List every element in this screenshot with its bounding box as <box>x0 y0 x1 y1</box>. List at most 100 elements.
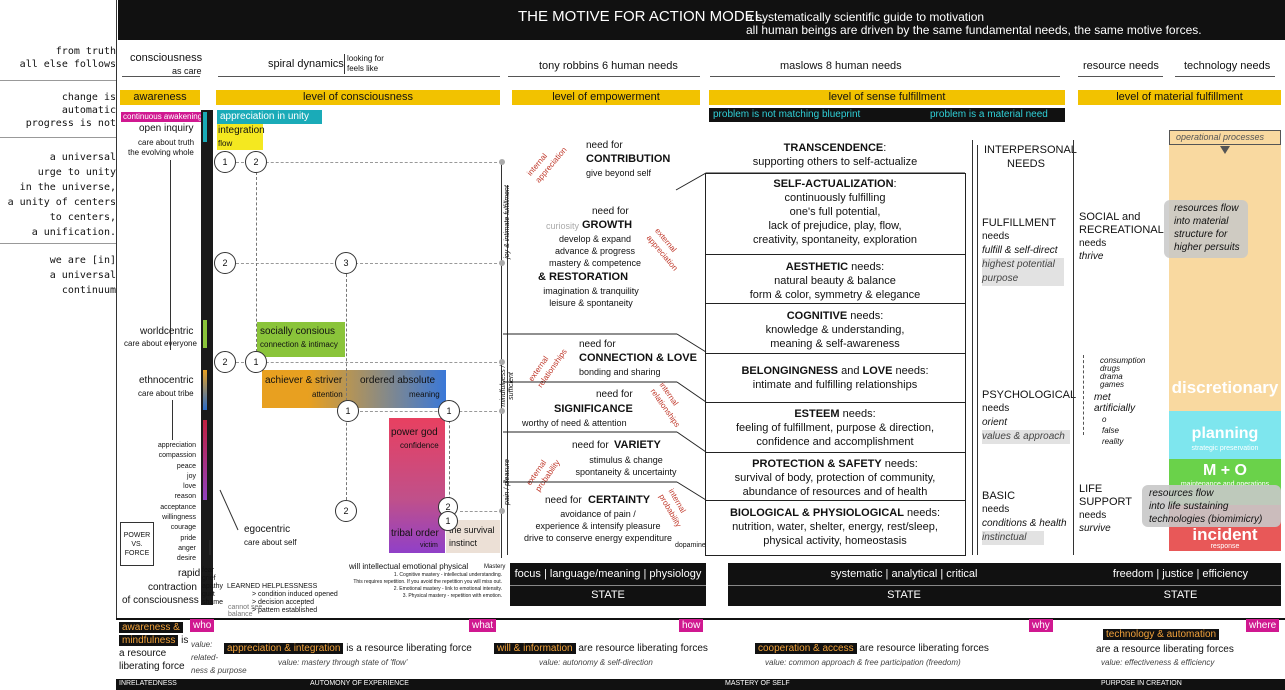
state-top: systematic | analytical | critical <box>728 563 1080 586</box>
footer-inrelatedness: INRELATEDNESS <box>119 680 177 687</box>
certainty-line: experience & intensify pleasure <box>535 521 661 531</box>
tag-what: what <box>469 619 497 632</box>
cognitive: COGNITIVE needs: knowledge & understandi… <box>710 309 960 351</box>
quote-line: to centers, <box>49 212 116 223</box>
consumption-list: consumption drugs drama games <box>1100 357 1145 389</box>
interpersonal-line: NEEDS <box>1007 158 1045 170</box>
cooperation-value: value: common approach & free participat… <box>765 658 961 667</box>
meaning: meaning <box>409 390 440 399</box>
biological-suffix: needs: <box>903 507 941 519</box>
self-actualization-line: one's full potential, <box>789 206 881 218</box>
maslow-pyramid <box>705 173 966 556</box>
psychological-needs: needs <box>982 403 1010 414</box>
flow: flow <box>218 139 233 148</box>
tribal: tribal order <box>391 528 439 539</box>
certainty-lines: avoidance of pain / experience & intensi… <box>513 508 683 544</box>
contraction: contraction <box>148 582 197 593</box>
life-item: survive <box>1079 523 1111 534</box>
quote-line: progress is not <box>25 118 116 129</box>
will-hl: will & information <box>494 643 576 654</box>
met-line: met <box>1094 392 1111 403</box>
aesthetic-suffix: needs: <box>848 261 885 273</box>
flow-high-line: higher persuits <box>1174 242 1240 253</box>
growth-pre: need for <box>592 206 629 217</box>
life-title: SUPPORT <box>1079 496 1132 508</box>
flow-high-box <box>1164 200 1248 258</box>
stage-circle: 2 <box>245 151 267 173</box>
restoration-title: & RESTORATION <box>538 271 629 283</box>
variety-title: VARIETY <box>614 439 661 451</box>
flow-high-line: structure for <box>1174 229 1228 240</box>
care-everyone: care about everyone <box>124 339 197 348</box>
transcendence-title: TRANSCENDENCE <box>783 142 884 154</box>
awareness-rest: a resource <box>119 648 167 659</box>
flow-high: resources flow into material structure f… <box>1174 202 1240 254</box>
emotion-label: acceptance <box>160 503 196 511</box>
consumption-item: consumption <box>1100 356 1146 365</box>
restoration-lines: imagination & tranquility leisure & spon… <box>521 285 661 309</box>
power-force-box: POWER VS. FORCE <box>120 522 154 566</box>
worldcentric: worldcentric <box>140 326 194 337</box>
will-title: will intellectual emotional physical <box>349 562 469 571</box>
esteem-title: ESTEEM <box>794 408 840 420</box>
quote-line: a unity of centers <box>7 197 116 208</box>
state-label: STATE <box>887 589 921 601</box>
awareness-value: value: related- ness & purpose <box>191 638 247 677</box>
self-actualization-title: SELF-ACTUALIZATION <box>773 178 894 190</box>
tech-incident: incident <box>1192 525 1258 544</box>
cannot-see: cannot see <box>228 604 263 611</box>
biological: BIOLOGICAL & PHYSIOLOGICAL needs: nutrit… <box>706 506 964 548</box>
contribution-sub: give beyond self <box>586 168 652 178</box>
fulfillment-title: FULFILLMENT <box>982 217 1056 229</box>
awareness-value-line: value: <box>191 640 213 649</box>
egocentric: egocentric <box>244 524 291 535</box>
consumption-item: games <box>1100 380 1125 389</box>
dopamine: dopamine <box>675 542 706 549</box>
social-title: RECREATIONAL <box>1079 224 1164 236</box>
learned-helplessness: LEARNED HELPLESSNESS <box>227 583 318 590</box>
socially: socially consious <box>260 326 336 337</box>
group-basic: BASIC needs conditions & health instinct… <box>982 489 1067 545</box>
awareness-rest: liberating force <box>119 661 185 672</box>
power-force-line: POWER <box>123 532 151 539</box>
cognitive-title: COGNITIVE <box>786 310 848 322</box>
will-lines: 1. Cognitive mastery - intellectual unde… <box>340 572 502 600</box>
continuous-awakening: continuous awakening <box>121 112 205 122</box>
integration: integration <box>218 125 265 136</box>
emotion-label: desire <box>176 555 196 563</box>
col-as-care: as care <box>172 66 202 76</box>
emotion-label: love <box>183 483 196 491</box>
fulfillment-item: fulfill & self-direct <box>982 245 1058 256</box>
tech-operational: operational processes <box>1176 132 1265 142</box>
cognitive-line: knowledge & understanding, <box>765 324 905 336</box>
transcendence-sub: supporting others to self-actualize <box>752 156 918 168</box>
variety-pre: need for <box>572 440 609 451</box>
stage-circle: 1 <box>438 511 458 531</box>
emotion-label: reason <box>174 493 196 501</box>
confidence: confidence <box>400 441 439 450</box>
flow-high-line: resources flow <box>1174 203 1239 214</box>
victim: victim <box>420 542 438 549</box>
met-line: o <box>1102 415 1107 424</box>
emotion-scale: appreciation compassion peace joy love r… <box>122 441 196 565</box>
group-fulfillment: FULFILLMENT needs fulfill & self-direct … <box>982 216 1064 286</box>
quote-line: a unification. <box>31 227 116 238</box>
learned-items: > condition induced opened > decision ac… <box>252 591 338 615</box>
self-actualization: SELF-ACTUALIZATION: continuously fulfill… <box>710 177 960 247</box>
growth-title: GROWTH <box>582 219 633 231</box>
tech-mo-sub: maintenance and operations <box>1169 481 1281 489</box>
belonging-suffix: needs: <box>892 365 929 377</box>
lower-emotion: guilt <box>202 591 215 598</box>
protection: PROTECTION & SAFETY needs: survival of b… <box>706 457 964 499</box>
power-force-line: VS. <box>131 541 143 548</box>
learned-item: > pattern established <box>252 607 318 614</box>
lower-emotion: apathy <box>202 583 224 590</box>
met-artificially: met artificially o false reality <box>1094 392 1135 447</box>
flow-low-box <box>1142 485 1281 527</box>
self-actualization-line: continuously fulfilling <box>784 192 886 204</box>
contribution-title: CONTRIBUTION <box>586 153 671 165</box>
growth-line: mastery & competence <box>548 258 642 268</box>
tech-planning: planning <box>1191 425 1259 442</box>
tag-why: why <box>1029 619 1053 632</box>
